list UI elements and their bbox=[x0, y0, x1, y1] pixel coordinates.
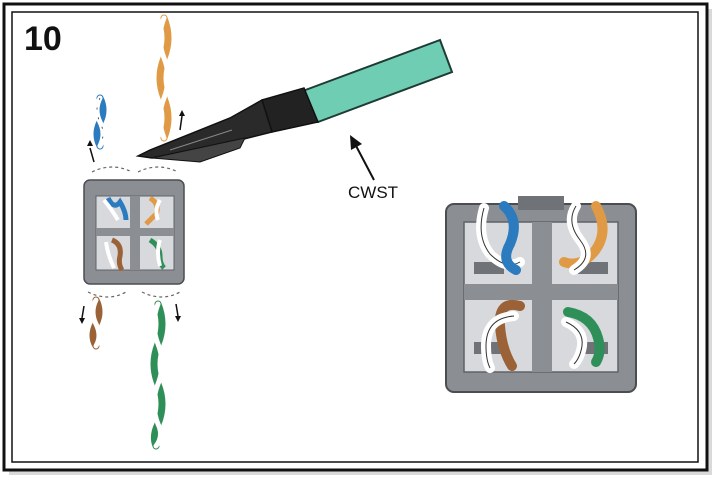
large-green-wire bbox=[563, 307, 605, 367]
small-jack-divider-h bbox=[96, 228, 174, 236]
cwst-tool bbox=[135, 38, 454, 163]
trimmed-green-pair bbox=[150, 300, 166, 450]
small-brown-loop bbox=[110, 237, 125, 272]
trim-arc-bottom-right bbox=[141, 291, 181, 298]
trim-arc-top-left bbox=[91, 166, 133, 173]
small-white-loop-1 bbox=[102, 198, 120, 222]
trimmed-orange-pair bbox=[156, 14, 172, 142]
trim-arc-bottom-left bbox=[87, 291, 127, 298]
blade-edge bbox=[169, 129, 233, 151]
small-white-loop-4 bbox=[156, 239, 162, 267]
inner-border bbox=[11, 11, 699, 463]
direction-arrows bbox=[79, 110, 185, 324]
tool-label: CWST bbox=[348, 183, 398, 202]
small-white-loop-2 bbox=[154, 198, 162, 221]
large-brown-wire bbox=[494, 300, 525, 371]
tool-blade-upper bbox=[135, 98, 273, 159]
trimmed-blue-pair bbox=[93, 94, 107, 150]
small-white-loop-3 bbox=[104, 241, 116, 269]
large-orange-wire bbox=[559, 201, 608, 269]
label-arrow bbox=[350, 135, 375, 181]
tool-blade-lower bbox=[151, 137, 246, 163]
large-jack-top-tab bbox=[518, 196, 564, 210]
large-blue-wire bbox=[499, 201, 521, 275]
trimmed-brown-pair bbox=[89, 296, 103, 350]
small-blue-loop bbox=[105, 196, 129, 221]
step-number: 10 bbox=[24, 20, 62, 58]
trim-arc-top-right bbox=[137, 166, 179, 173]
large-jack bbox=[445, 196, 637, 393]
small-jack bbox=[83, 166, 185, 298]
large-jack-divider-h bbox=[464, 284, 618, 300]
